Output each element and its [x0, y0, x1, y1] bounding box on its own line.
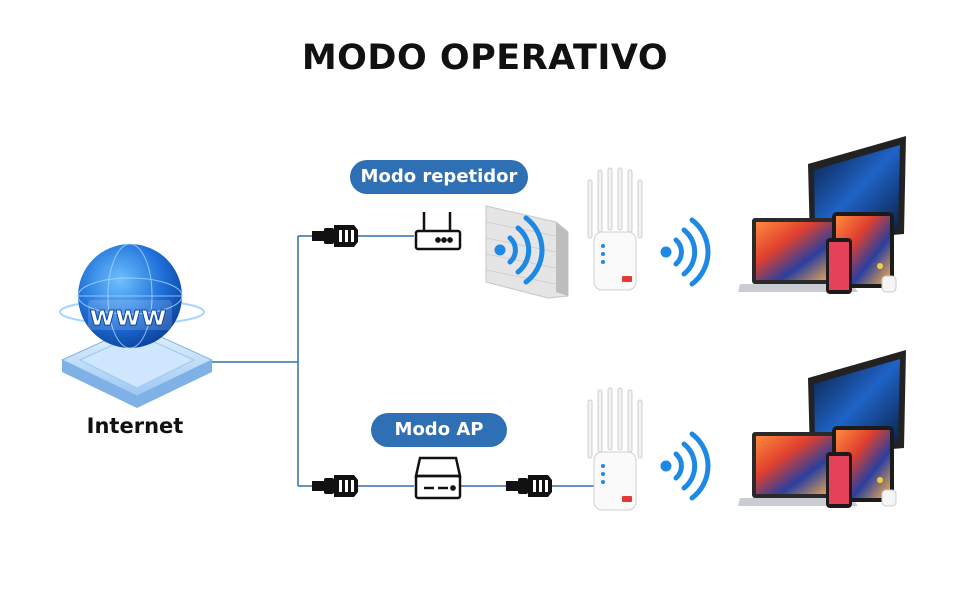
- internet-globe-icon: www: [59, 243, 214, 408]
- router-icon: [414, 212, 462, 251]
- wifi-icon: [661, 220, 708, 284]
- connection-lines: [212, 235, 598, 487]
- globe-text: www: [89, 299, 167, 332]
- client-devices-icon: [737, 135, 907, 295]
- mode-repeater-badge: Modo repetidor: [350, 160, 528, 194]
- ethernet-plug-icon: [312, 475, 358, 497]
- page-title: MODO OPERATIVO: [301, 38, 669, 78]
- mode-ap-badge: Modo AP: [371, 413, 507, 447]
- ethernet-plug-icon: [506, 475, 552, 497]
- ethernet-plug-icon: [312, 225, 358, 247]
- extender-icon: [587, 167, 643, 291]
- extender-icon: [587, 387, 643, 511]
- modem-icon: [414, 456, 462, 500]
- internet-label: Internet: [86, 414, 184, 438]
- wifi-icon: [661, 434, 708, 498]
- client-devices-icon: [737, 349, 907, 509]
